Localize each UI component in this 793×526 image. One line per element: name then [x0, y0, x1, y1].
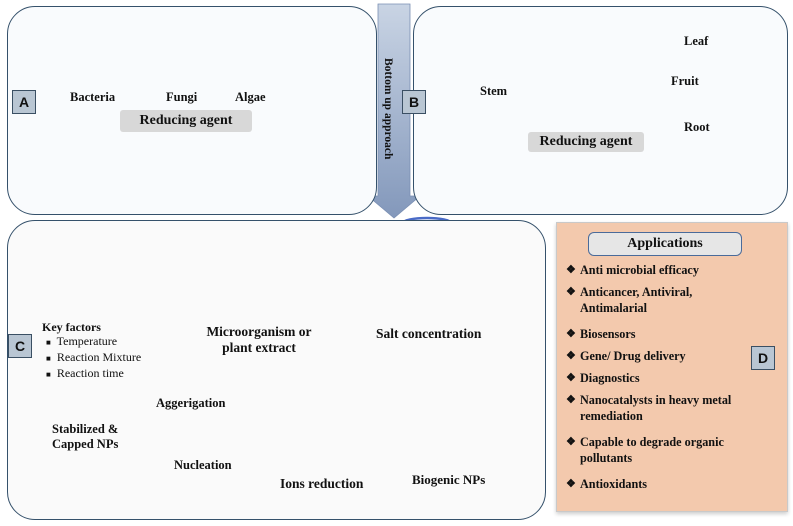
- application-item: ❖Diagnostics: [566, 371, 640, 385]
- plant-stem-label: Stem: [480, 84, 508, 98]
- application-item: ❖Biosensors: [566, 327, 636, 341]
- panel-d: [556, 222, 788, 512]
- application-item: ❖Gene/ Drug delivery: [566, 349, 686, 363]
- panel-c-letter: C: [8, 334, 32, 358]
- bottom-up-label: Bottom up approach: [382, 58, 394, 160]
- stabilized-nps-label: Stabilized & Capped NPs: [52, 422, 119, 451]
- application-item: ❖Nanocatalysts in heavy metal remediatio…: [566, 393, 732, 423]
- reducing-agent-box-a: Reducing agent: [120, 110, 252, 132]
- diamond-bullet-icon: ❖: [566, 264, 576, 276]
- source-algae-label: Algae: [235, 90, 266, 104]
- aggregation-label: Aggerigation: [156, 396, 226, 410]
- diamond-bullet-icon: ❖: [566, 478, 576, 490]
- application-item: ❖Capable to degrade organic pollutants: [566, 435, 724, 465]
- diamond-bullet-icon: ❖: [566, 436, 576, 448]
- key-factor-item: ■ Reaction time: [46, 366, 124, 380]
- diamond-bullet-icon: ❖: [566, 394, 576, 406]
- panel-d-letter: D: [751, 346, 775, 370]
- key-factors-title: Key factors: [42, 320, 101, 334]
- panel-b-letter: B: [402, 90, 426, 114]
- key-factors-list: ■ Temperature ■ Reaction Mixture ■ React…: [46, 334, 141, 382]
- source-bacteria-label: Bacteria: [70, 90, 116, 104]
- key-factor-item: ■ Temperature: [46, 334, 118, 348]
- plant-leaf-label: Leaf: [684, 34, 709, 48]
- applications-title: Applications: [588, 232, 742, 256]
- panel-b: [413, 6, 788, 215]
- application-item: ❖Anti microbial efficacy: [566, 263, 699, 277]
- source-fungi-label: Fungi: [166, 90, 198, 104]
- applications-list: ❖Anti microbial efficacy ❖Anticancer, An…: [562, 262, 752, 502]
- salt-flask-label: Salt concentration: [376, 326, 482, 341]
- ions-reduction-label: Ions reduction: [280, 476, 364, 491]
- panel-a-letter: A: [12, 90, 36, 114]
- diamond-bullet-icon: ❖: [566, 286, 576, 298]
- diamond-bullet-icon: ❖: [566, 372, 576, 384]
- diamond-bullet-icon: ❖: [566, 350, 576, 362]
- bottom-up-arrow: [366, 3, 422, 219]
- plant-fruit-label: Fruit: [671, 74, 699, 88]
- extract-flask-label: Microorganism or plant extract: [206, 324, 312, 355]
- key-factor-item: ■ Reaction Mixture: [46, 350, 142, 364]
- plant-root-label: Root: [684, 120, 710, 134]
- application-item: ❖Anticancer, Antiviral, Antimalarial: [566, 285, 693, 315]
- nucleation-label: Nucleation: [174, 458, 232, 472]
- panel-c: [7, 220, 546, 520]
- reducing-agent-box-b: Reducing agent: [528, 132, 644, 152]
- diamond-bullet-icon: ❖: [566, 328, 576, 340]
- application-item: ❖Antioxidants: [566, 477, 648, 491]
- biogenic-nps-label: Biogenic NPs: [412, 472, 486, 487]
